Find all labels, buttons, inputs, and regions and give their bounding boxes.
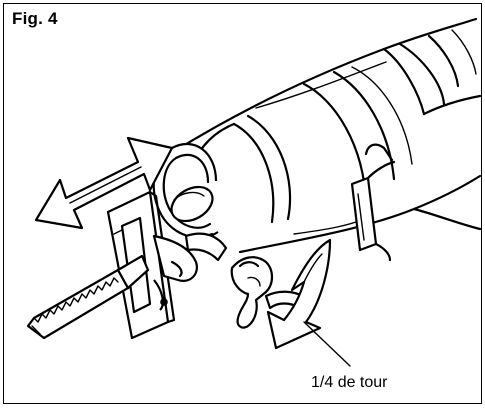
figure-title: Fig. 4 — [12, 9, 58, 28]
spring-clip — [350, 143, 396, 262]
figure-frame: Fig. 4 — [3, 3, 482, 404]
plunger-arm — [152, 232, 228, 311]
double-headed-arrow-icon — [34, 136, 174, 230]
callout-leader-line — [303, 321, 351, 367]
saw-blade-installation-drawing — [26, 17, 481, 367]
saw-blade — [26, 254, 150, 340]
rotation-callout-label: 1/4 de tour — [311, 374, 388, 391]
curved-rotation-arrow-icon — [266, 238, 332, 350]
